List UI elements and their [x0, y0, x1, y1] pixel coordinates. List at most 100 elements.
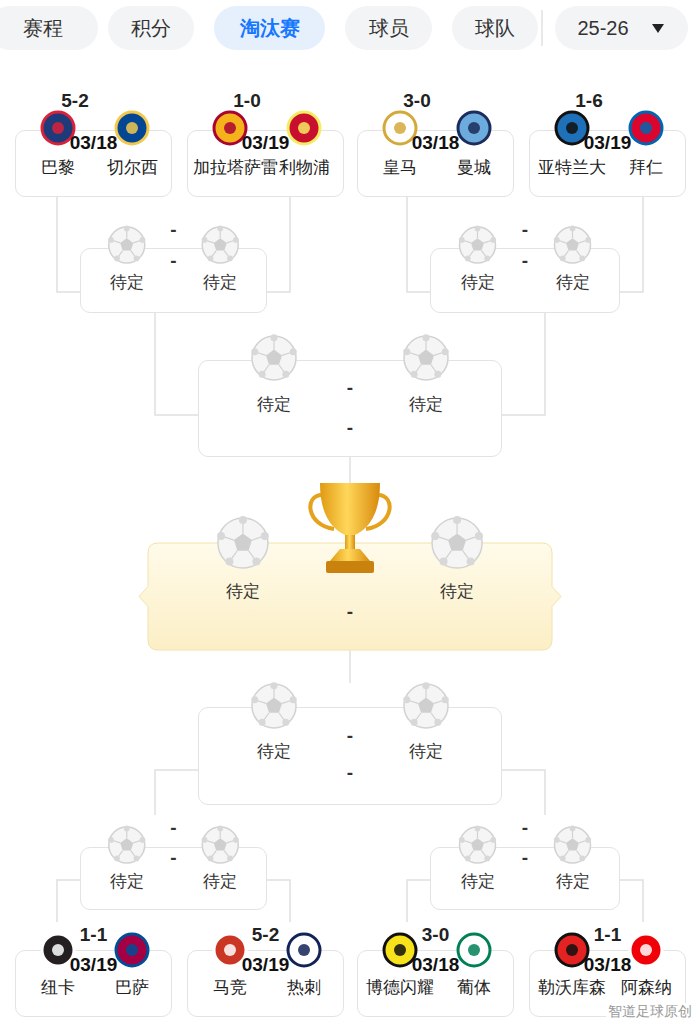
ball-patch	[217, 826, 223, 832]
club-logo-core	[224, 122, 236, 134]
dash-text: -	[522, 219, 528, 241]
pending-label: 待定	[257, 742, 291, 762]
ball-icon	[218, 518, 268, 568]
ball-patch	[465, 256, 471, 262]
date-text: 03/19	[242, 954, 290, 976]
match-box: --待定待定	[80, 815, 267, 910]
team-name: 勒沃库森	[538, 978, 606, 998]
ball-patch	[233, 237, 239, 243]
ball-patch	[208, 256, 214, 262]
match-box: 3-003/18皇马曼城	[357, 88, 514, 197]
date-text: 03/19	[584, 132, 632, 154]
team-name: 阿森纳	[621, 978, 672, 998]
final-ribbon	[139, 543, 561, 650]
dash-text: -	[522, 847, 528, 869]
team-name: 纽卡	[41, 978, 75, 998]
ball-patch	[570, 226, 576, 232]
pending-label: 待定	[110, 273, 144, 293]
ball-patch	[252, 558, 260, 566]
tab-label: 赛程	[23, 17, 63, 40]
club-logo	[214, 934, 246, 966]
ball-patch	[566, 238, 579, 250]
ball-patch	[579, 856, 585, 862]
ball-patch	[140, 837, 146, 843]
club-logo	[42, 112, 74, 144]
ball-patch	[459, 837, 465, 843]
ball-patch	[270, 682, 277, 689]
tab-label: 球队	[475, 17, 515, 40]
match-box: 1-003/19加拉塔萨雷利物浦	[187, 88, 344, 197]
club-logo-core	[640, 122, 652, 134]
tab-label: 积分	[131, 17, 171, 40]
ball-patch	[270, 334, 277, 341]
club-logo-core	[52, 122, 64, 134]
ball-patch	[570, 826, 576, 832]
pending-label: 待定	[461, 273, 495, 293]
club-logo	[458, 934, 490, 966]
club-logo-core	[394, 122, 406, 134]
ball-patch	[484, 256, 490, 262]
club-logo-core	[52, 944, 64, 956]
club-logo	[384, 934, 416, 966]
ball-patch	[554, 837, 560, 843]
ball-patch	[202, 237, 208, 243]
bracket-line	[349, 650, 351, 683]
tab-pill: 淘汰赛	[214, 6, 325, 50]
club-logo-core	[126, 122, 138, 134]
ball-patch	[134, 856, 140, 862]
ball-patch	[418, 698, 434, 713]
match-box: --待定待定	[430, 815, 620, 910]
ball-patch	[448, 534, 466, 551]
club-logo	[116, 934, 148, 966]
ball-icon	[252, 336, 296, 380]
bracket-line	[407, 880, 430, 922]
box-outline	[198, 707, 502, 805]
ball-patch	[114, 856, 120, 862]
tab-pill: 赛程	[0, 6, 98, 50]
dash-text: -	[347, 417, 353, 439]
ball-patch	[124, 826, 130, 832]
date-text: 03/18	[70, 132, 118, 154]
score-text: 1-0	[233, 90, 260, 112]
club-logo-core	[566, 122, 578, 134]
ball-patch	[422, 682, 429, 689]
match-box: --待定待定	[198, 683, 502, 805]
ball-icon	[555, 827, 591, 863]
score-text: 1-6	[575, 90, 602, 112]
ball-patch	[560, 256, 566, 262]
ball-patch	[465, 856, 471, 862]
ball-patch	[261, 532, 269, 540]
tab-pill: 25-26	[555, 6, 688, 50]
ball-patch	[259, 371, 266, 378]
ball-patch	[484, 856, 490, 862]
match-box: 5-203/19马竞热刺	[187, 922, 344, 1017]
dash-text: -	[347, 377, 353, 399]
dash-text: -	[347, 601, 353, 623]
ball-patch	[108, 237, 114, 243]
score-text: 1-1	[594, 924, 621, 946]
date-text: 03/18	[584, 954, 632, 976]
bracket-line	[502, 770, 545, 815]
ball-patch	[108, 837, 114, 843]
cup-stem	[345, 535, 355, 549]
club-logo-core	[126, 944, 138, 956]
ball-patch	[442, 348, 449, 355]
bracket-line	[620, 880, 643, 922]
pending-label: 待定	[409, 742, 443, 762]
team-name: 曼城	[457, 158, 491, 178]
ball-icon	[432, 518, 482, 568]
ball-patch	[120, 238, 133, 250]
ball-patch	[266, 698, 282, 713]
ball-patch	[411, 719, 418, 726]
club-logo	[214, 112, 246, 144]
ball-icon	[202, 227, 238, 263]
ball-patch	[471, 838, 484, 850]
club-logo	[116, 112, 148, 144]
match-box: 1-603/19亚特兰大拜仁	[529, 88, 686, 197]
bracket-line	[57, 880, 80, 922]
ball-icon	[404, 684, 448, 728]
ball-icon	[404, 336, 448, 380]
ball-icon	[109, 227, 145, 263]
tab-pill: 积分	[108, 6, 194, 50]
match-box: --待定待定	[80, 222, 267, 313]
